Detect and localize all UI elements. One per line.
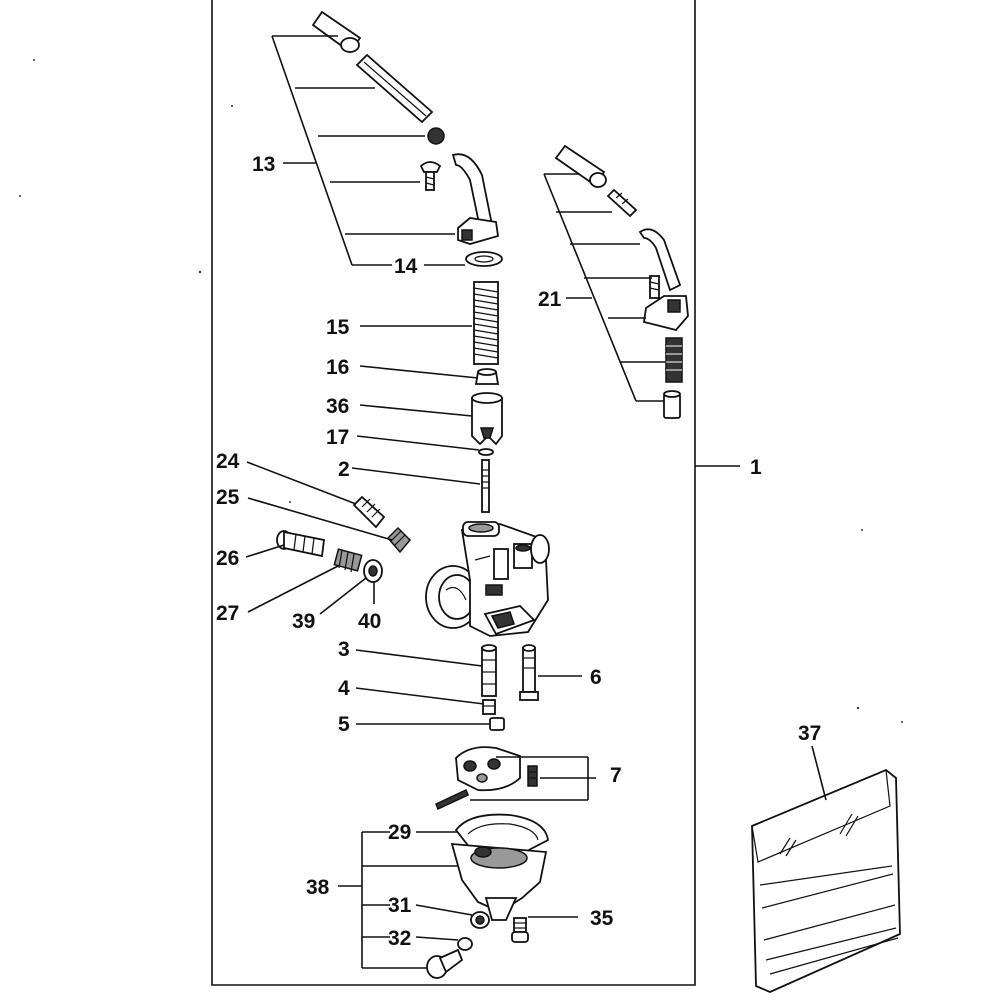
leader-39 [319,577,367,615]
callout-1: 1 [750,456,762,479]
leader-17 [356,435,480,451]
callout-7: 7 [610,764,622,787]
part-35-screw [511,917,529,943]
callout-21: 21 [538,288,562,311]
part-4-main-jet [482,699,496,715]
callout-2: 2 [338,458,350,481]
callout-32: 32 [388,927,411,950]
leader-26 [245,544,285,558]
part-7-float [435,746,538,811]
part-24-screw [352,495,386,529]
part-36-throttle-valve [471,392,503,446]
leader-7 [470,756,596,801]
scan-speckles [19,59,903,723]
leader-36 [359,404,473,417]
callout-4: 4 [338,677,350,700]
part-32-washer [457,937,473,951]
leader-4 [355,687,485,705]
callout-6: 6 [590,666,602,689]
leader-16 [359,365,479,379]
callout-35: 35 [590,907,614,930]
callout-36: 36 [326,395,349,418]
part-31-washer [470,911,490,929]
leader-25 [247,497,393,541]
part-17-clip [478,448,494,456]
callout-31: 31 [388,894,412,917]
assembly-frame [211,0,696,986]
callout-15: 15 [326,316,350,339]
part-5-jet [489,717,505,731]
part-25-spring [386,526,412,554]
leader-37 [811,745,827,801]
callout-29: 29 [388,821,411,844]
part-2-jet-needle [481,459,490,513]
part-15-spring [473,281,499,365]
leader-3 [355,649,483,667]
leader-27 [247,565,339,613]
leader-32 [415,936,459,941]
part-16-retainer [474,368,500,385]
part-39-40-washer [363,559,383,583]
leader-2 [351,467,481,485]
callout-13: 13 [252,153,275,176]
part-27-spring [333,548,363,573]
leader-38 [338,831,458,969]
carburetor-body [425,521,550,637]
leader-24 [246,461,357,505]
part-13-group [311,10,500,245]
drain-screw [426,948,464,979]
part-14-washer [465,251,503,267]
callout-27: 27 [216,602,239,625]
callout-24: 24 [216,450,240,473]
part-21-group [554,144,689,419]
callout-16: 16 [326,356,349,379]
callout-38: 38 [306,876,330,899]
part-26-idle-screw [276,530,325,558]
callout-14: 14 [394,255,418,278]
callout-26: 26 [216,547,239,570]
callout-37: 37 [798,722,821,745]
leader-31 [415,904,473,916]
part-3-needle-jet [481,644,497,697]
callout-40: 40 [358,610,381,633]
part-37-repair-kit [751,768,901,993]
part-29-38-float-chamber [450,813,549,921]
callout-5: 5 [338,713,350,736]
callout-17: 17 [326,426,349,449]
callout-39: 39 [292,610,315,633]
part-6-slow-jet [519,644,539,701]
leader-13 [271,35,455,266]
callout-3: 3 [338,638,350,661]
leader-21 [543,173,666,402]
callout-25: 25 [216,486,240,509]
